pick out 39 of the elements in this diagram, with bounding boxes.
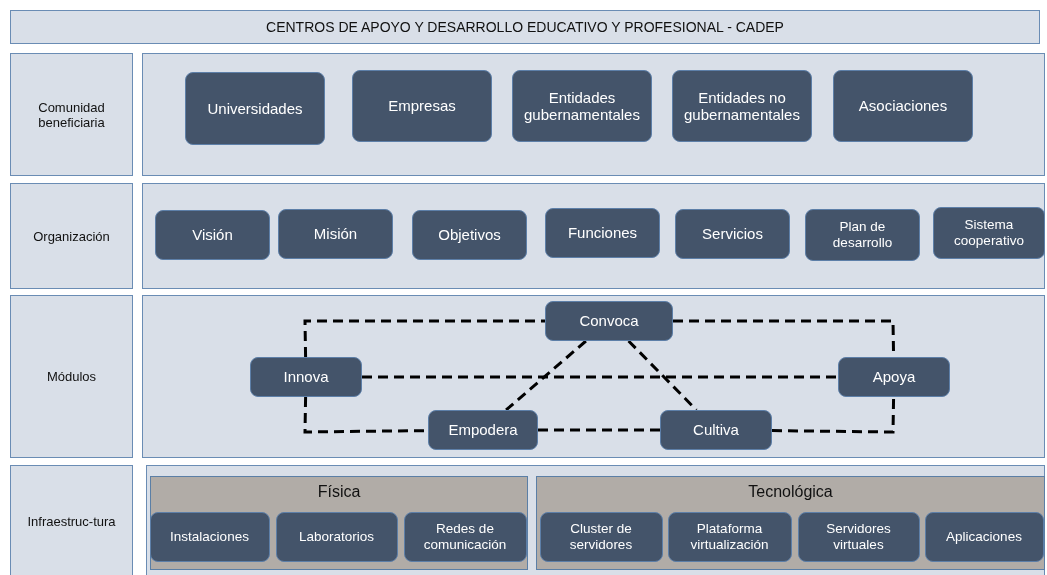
rounded-box: Entidades gubernamentales	[512, 70, 652, 142]
rounded-box: Redes de comunicación	[403, 511, 527, 562]
row-label-box: Módulos	[10, 295, 133, 458]
rounded-box: Instalaciones	[149, 511, 270, 562]
row-label-box: Organización	[10, 183, 133, 289]
rounded-box: Visión	[155, 210, 270, 260]
group-heading: Tecnológica	[747, 483, 834, 501]
dashed-connector	[772, 396, 896, 434]
rounded-box: Empresas	[352, 70, 492, 142]
rounded-box: Servicios	[675, 209, 790, 259]
rounded-box: Innova	[250, 357, 362, 397]
rounded-box: Convoca	[545, 301, 673, 341]
dashed-connector	[303, 319, 545, 358]
rounded-box: Plan de desarrollo	[805, 209, 920, 261]
rounded-box: Sistema cooperativo	[933, 207, 1045, 259]
rounded-box: Entidades no gubernamentales	[672, 70, 812, 142]
rounded-box: Cluster de servidores	[539, 511, 663, 562]
title: CENTROS DE APOYO Y DESARROLLO EDUCATIVO Y PROFESIONAL - CADEP	[10, 10, 1040, 44]
rounded-box: Funciones	[545, 208, 660, 258]
rounded-box: Cultiva	[660, 410, 772, 450]
rounded-box: Laboratorios	[275, 511, 398, 562]
rounded-box: Plataforma virtualización	[667, 511, 792, 562]
rounded-box: Objetivos	[412, 210, 527, 260]
group-box	[150, 476, 528, 570]
group-box	[536, 476, 1045, 570]
rounded-box: Apoya	[838, 357, 950, 397]
row-label-box: Comunidad beneficiaria	[10, 53, 133, 176]
rounded-box: Asociaciones	[833, 70, 973, 142]
rounded-box: Misión	[278, 209, 393, 259]
dashed-connector	[538, 428, 660, 432]
dashed-connector	[627, 339, 698, 412]
dashed-connector	[505, 339, 587, 412]
dashed-connector	[362, 375, 838, 379]
group-heading: Física	[316, 483, 362, 501]
row-label-box: Infraestruc-tura	[10, 465, 133, 575]
rounded-box: Universidades	[185, 72, 325, 145]
rounded-box: Aplicaciones	[924, 511, 1044, 562]
rounded-box: Empodera	[428, 410, 538, 450]
rounded-box: Servidores virtuales	[797, 511, 920, 562]
